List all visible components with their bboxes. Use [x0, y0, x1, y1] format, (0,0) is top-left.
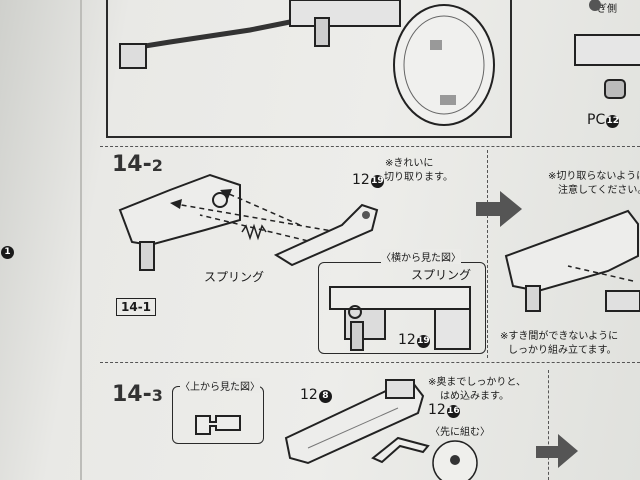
step-arrow-1-stem	[476, 202, 500, 216]
left-page-edge	[80, 0, 82, 480]
top-view-drawing	[195, 415, 241, 435]
right-note-1-line1: ※切り取らないように	[548, 171, 640, 182]
top-view-title: 〈上から見た図〉	[180, 378, 260, 393]
note-clean-cut-1: ※きれいに	[385, 158, 434, 169]
left-fragment-num: 1	[0, 246, 14, 259]
step-arrow-1	[500, 191, 522, 227]
side-view-drawing	[329, 286, 471, 351]
section-divider-2	[100, 362, 640, 364]
right-note-2-line2: しっかり組み立てます。	[508, 345, 617, 356]
detail-circle	[432, 440, 478, 480]
step-arrow-2-stem	[536, 446, 558, 458]
side-view-part-label: 1219	[398, 332, 430, 348]
first-assemble-label: 〈先に組む〉	[430, 427, 490, 438]
step-arrow-2	[558, 434, 578, 468]
top-right-fragment: ぎ側	[597, 4, 617, 15]
side-view-title: 〈横から見た図〉	[381, 249, 461, 264]
note-press-in-1: ※奥までしっかりと、	[428, 377, 526, 388]
side-view-spring-label: スプリング	[411, 268, 472, 282]
part-12-19-label: 1219	[352, 172, 384, 188]
right-note-1-line2: 注意してください。	[558, 185, 640, 196]
spring-label: スプリング	[204, 270, 265, 284]
column-divider-2	[548, 370, 550, 480]
pc-label: PC12	[587, 112, 620, 128]
top-rifle-drawing	[119, 0, 401, 69]
right-note-2-line1: ※すき間ができないように	[500, 331, 619, 342]
note-press-in-2: はめ込みます。	[440, 391, 509, 402]
step-14-2-title: 14-2	[112, 152, 163, 177]
step-14-3-title: 14-3	[112, 382, 163, 407]
part-12-16-label: 1216	[428, 402, 460, 418]
clip-part-drawing	[371, 436, 430, 464]
top-illustration-frame	[106, 0, 512, 138]
note-clean-cut-2: 切り取ります。	[384, 172, 453, 183]
receiver-part-drawing	[118, 173, 241, 271]
section-divider-1	[100, 146, 640, 148]
assembly-dashed-arrows	[169, 189, 356, 246]
shield-disc-drawing	[393, 4, 495, 126]
assembled-receiver-drawing	[504, 209, 640, 312]
spring-drawing	[241, 223, 267, 241]
barrel-part-drawing	[273, 203, 379, 267]
ref-box-14-1: 14-1	[116, 298, 157, 316]
top-right-part-drawing	[574, 0, 640, 99]
column-divider-1	[487, 150, 489, 358]
upper-receiver-drawing	[284, 379, 425, 465]
